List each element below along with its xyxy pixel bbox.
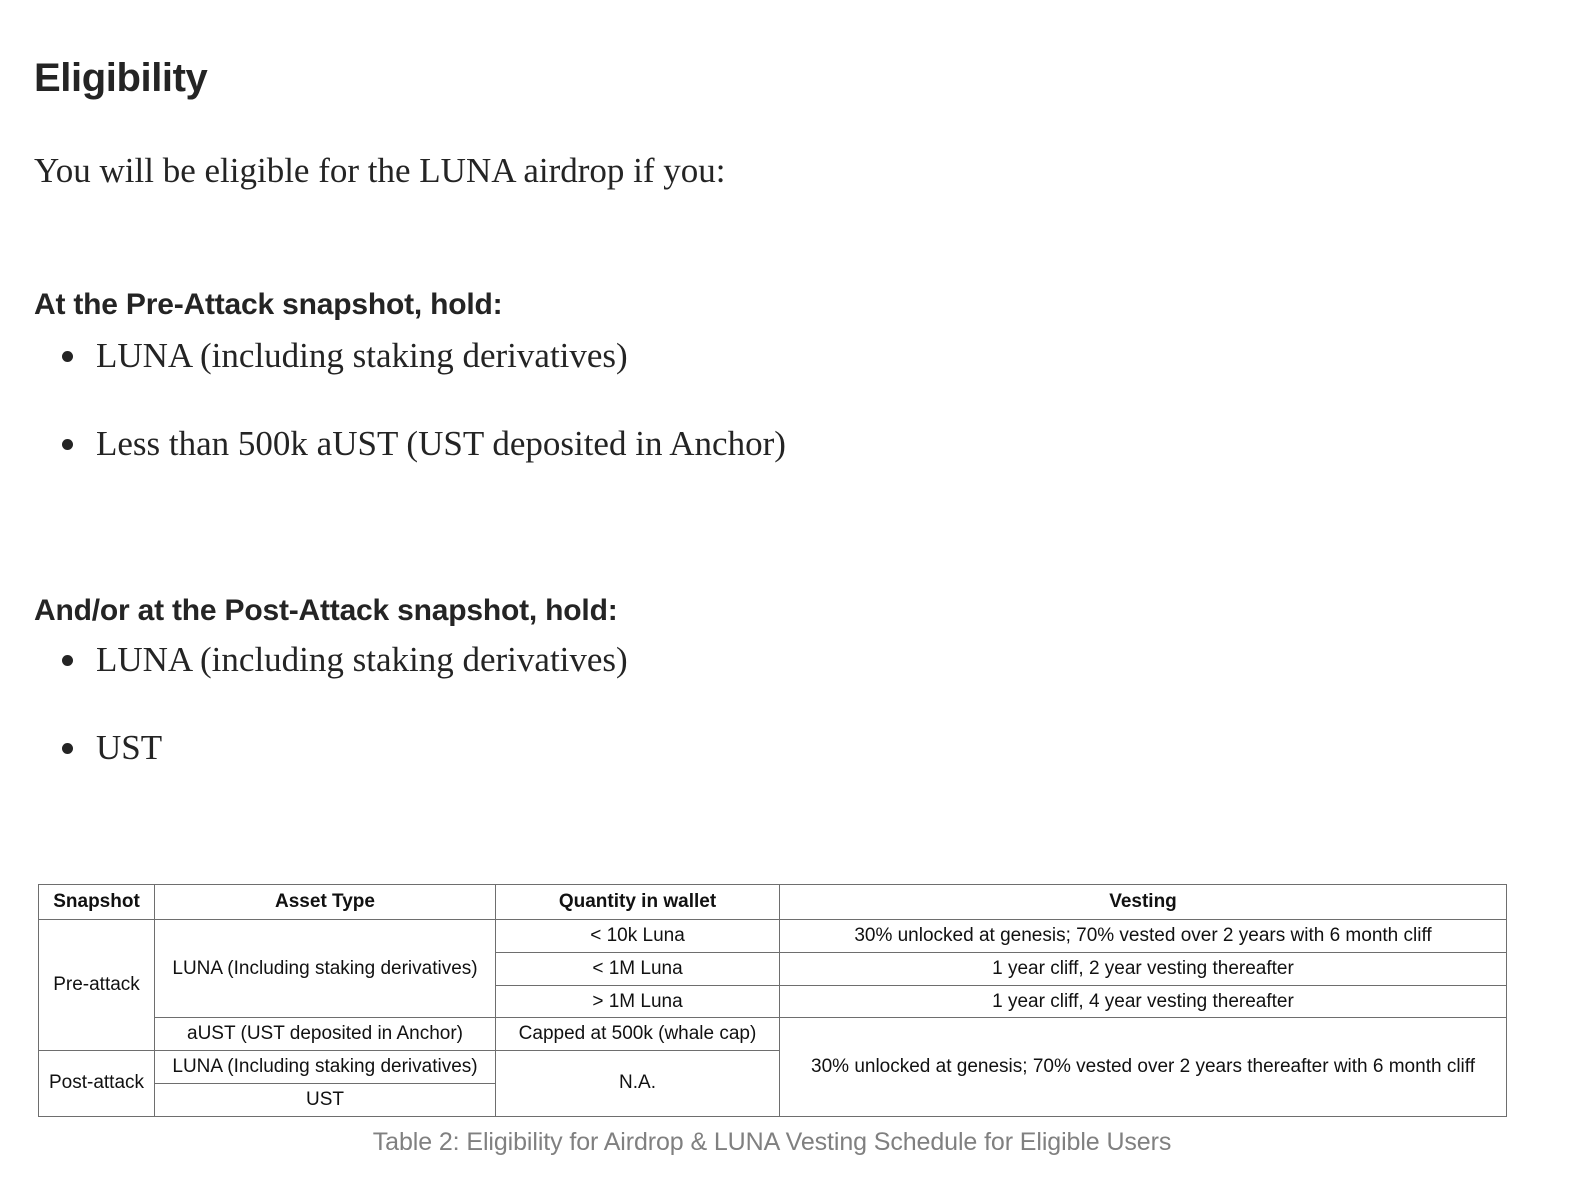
table-row: > 1M Luna 1 year cliff, 4 year vesting t… xyxy=(39,984,1507,1019)
column-header-quantity: Quantity in wallet xyxy=(495,884,780,920)
cell-quantity-2: < 1M Luna xyxy=(495,951,780,986)
list-item: Less than 500k aUST (UST deposited in An… xyxy=(34,422,786,466)
cell-quantity-1: < 10k Luna xyxy=(495,919,780,953)
table-row: Pre-attack LUNA (Including staking deriv… xyxy=(38,918,1507,1051)
table-header-row: Snapshot Asset Type Quantity in wallet V… xyxy=(38,884,1507,920)
column-header-snapshot: Snapshot xyxy=(38,884,155,920)
column-header-asset-type: Asset Type xyxy=(154,884,496,920)
cell-asset-aust: aUST (UST deposited in Anchor) xyxy=(154,1017,496,1051)
cell-vesting-1: 30% unlocked at genesis; 70% vested over… xyxy=(779,919,1507,953)
cell-quantity-3: > 1M Luna xyxy=(495,984,780,1019)
cell-vesting-3: 1 year cliff, 4 year vesting thereafter xyxy=(779,984,1507,1019)
table-row: < 1M Luna 1 year cliff, 2 year vesting t… xyxy=(39,951,1507,986)
list-item: LUNA (including staking derivatives) xyxy=(34,334,786,378)
bullet-icon xyxy=(62,742,73,754)
list-item-label: Less than 500k aUST (UST deposited in An… xyxy=(96,423,786,463)
column-header-vesting: Vesting xyxy=(779,884,1507,920)
bullet-list-pre-attack: LUNA (including staking derivatives) Les… xyxy=(34,334,786,510)
list-item-label: UST xyxy=(96,727,163,767)
list-item: UST xyxy=(34,726,628,770)
list-item: LUNA (including staking derivatives) xyxy=(34,638,628,682)
table-row: aUST (UST deposited in Anchor) Capped at… xyxy=(39,1017,1507,1117)
cell-vesting-2: 1 year cliff, 2 year vesting thereafter xyxy=(779,951,1507,986)
bullet-icon xyxy=(62,351,73,362)
bullet-icon xyxy=(62,655,73,666)
cell-quantity-4: Capped at 500k (whale cap) xyxy=(495,1017,780,1051)
vesting-table-wrapper: Snapshot Asset Type Quantity in wallet V… xyxy=(38,884,1507,1117)
table-header: Snapshot Asset Type Quantity in wallet V… xyxy=(38,884,1507,920)
list-item-label: LUNA (including staking derivatives) xyxy=(96,640,628,679)
cell-asset-ust: UST xyxy=(154,1082,496,1117)
list-item-label: LUNA (including staking derivatives) xyxy=(96,336,628,375)
section-heading-pre-attack: At the Pre-Attack snapshot, hold: xyxy=(34,287,503,321)
cell-asset-luna-pre: LUNA (Including staking derivatives) xyxy=(154,918,496,1019)
vesting-table: Snapshot Asset Type Quantity in wallet V… xyxy=(38,884,1507,1117)
table-body: Pre-attack LUNA (Including staking deriv… xyxy=(38,918,1507,1117)
cell-snapshot-post-attack: Post-attack xyxy=(38,1050,155,1117)
table-caption: Table 2: Eligibility for Airdrop & LUNA … xyxy=(372,1128,1172,1156)
lead-paragraph: You will be eligible for the LUNA airdro… xyxy=(34,151,726,190)
cell-quantity-5: N.A. xyxy=(495,1050,780,1117)
page-title: Eligibility xyxy=(34,55,208,100)
cell-snapshot-pre-attack: Pre-attack xyxy=(38,919,155,1051)
table-row: Post-attack LUNA (Including staking deri… xyxy=(38,1050,1507,1117)
cell-vesting-4: 30% unlocked at genesis; 70% vested over… xyxy=(779,1017,1507,1117)
bullet-list-post-attack: LUNA (including staking derivatives) UST xyxy=(34,638,628,814)
table-row: UST xyxy=(39,1082,1507,1117)
cell-asset-luna-post: LUNA (Including staking derivatives) xyxy=(154,1050,496,1084)
section-heading-post-attack: And/or at the Post-Attack snapshot, hold… xyxy=(34,593,618,627)
bullet-icon xyxy=(62,438,73,450)
